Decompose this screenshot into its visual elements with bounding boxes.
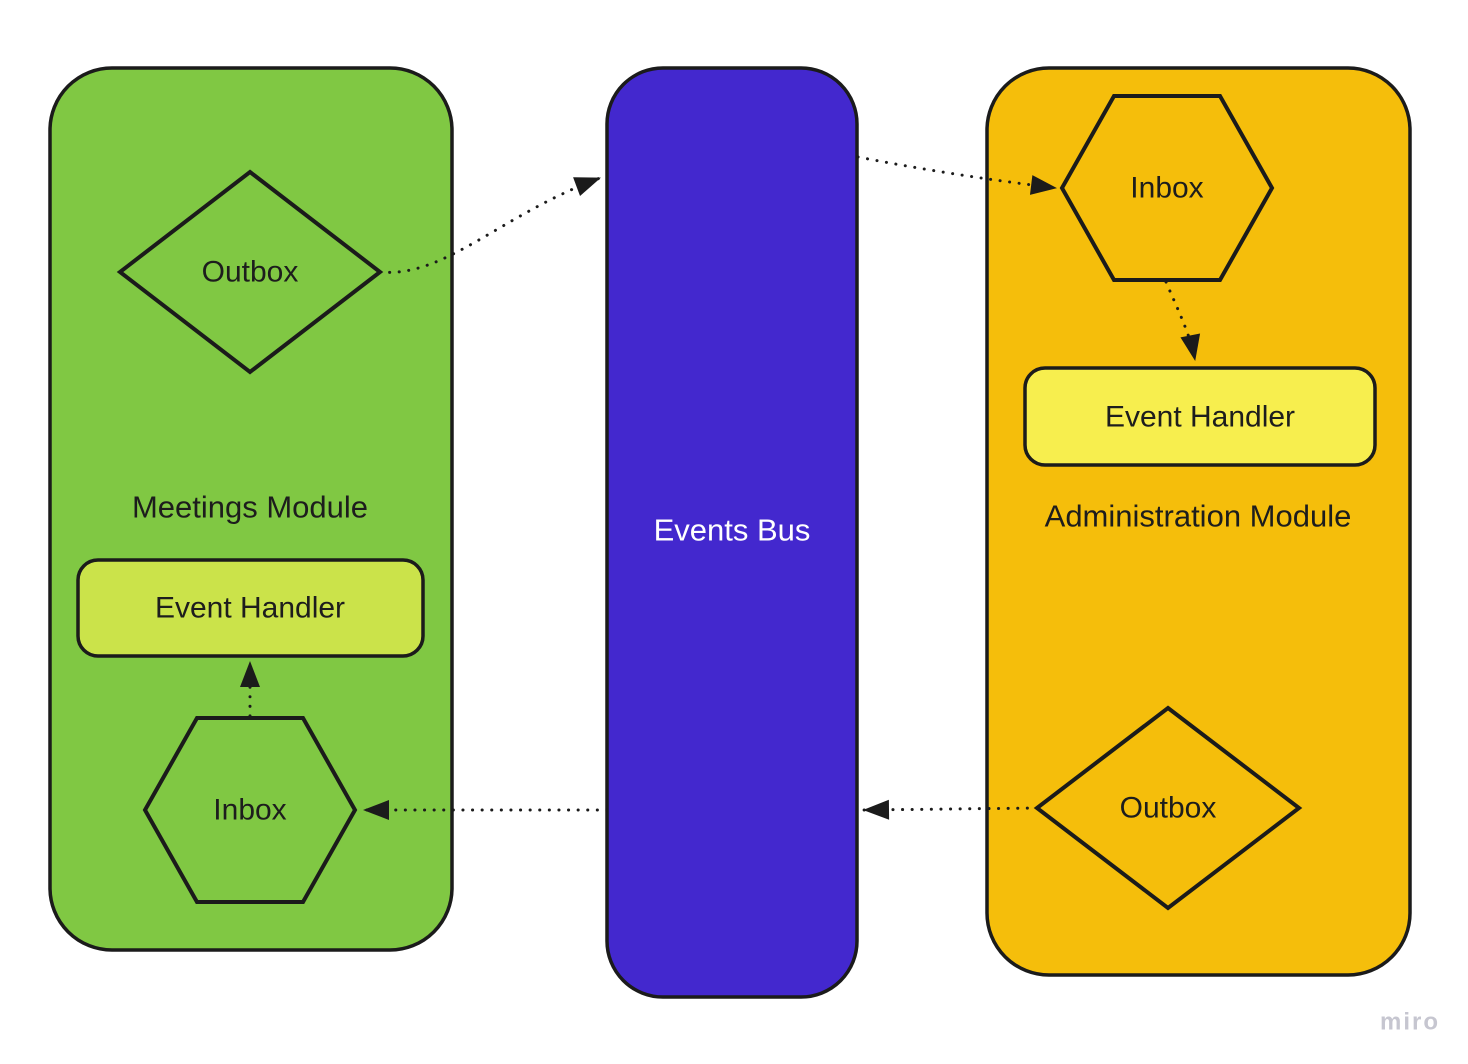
administration-inbox-label: Inbox (1130, 172, 1203, 205)
arrow-administration-outbox-to-events-bus[interactable] (862, 799, 1039, 820)
administration-event-handler-label: Event Handler (1105, 401, 1295, 434)
arrow-administration-inbox-to-event-handler[interactable] (1164, 280, 1201, 362)
miro-watermark: miro (1380, 1009, 1440, 1036)
administration-module-container[interactable] (985, 66, 1412, 977)
events-bus-group: Events Bus (605, 66, 859, 999)
administration-outbox-label: Outbox (1120, 792, 1217, 825)
meetings-outbox-diamond[interactable] (116, 169, 384, 375)
meetings-inbox-hexagon[interactable] (142, 716, 358, 904)
meetings-module-group: Meetings Module Outbox Event Handler Inb… (48, 66, 454, 952)
administration-module-title: Administration Module (1045, 499, 1352, 534)
administration-module-group: Administration Module Inbox Event Handle… (985, 66, 1412, 977)
meetings-event-handler-box[interactable] (76, 558, 425, 658)
events-bus-title: Events Bus (654, 513, 811, 548)
meetings-outbox-label: Outbox (202, 256, 299, 289)
administration-inbox-hexagon[interactable] (1059, 94, 1275, 282)
meetings-module-title: Meetings Module (132, 490, 368, 525)
administration-event-handler-box[interactable] (1023, 366, 1377, 467)
meetings-inbox-label: Inbox (213, 794, 286, 827)
events-bus-container[interactable] (605, 66, 859, 999)
administration-outbox-diamond[interactable] (1033, 705, 1303, 911)
meetings-event-handler-label: Event Handler (155, 592, 345, 625)
connectors (240, 155, 1201, 820)
